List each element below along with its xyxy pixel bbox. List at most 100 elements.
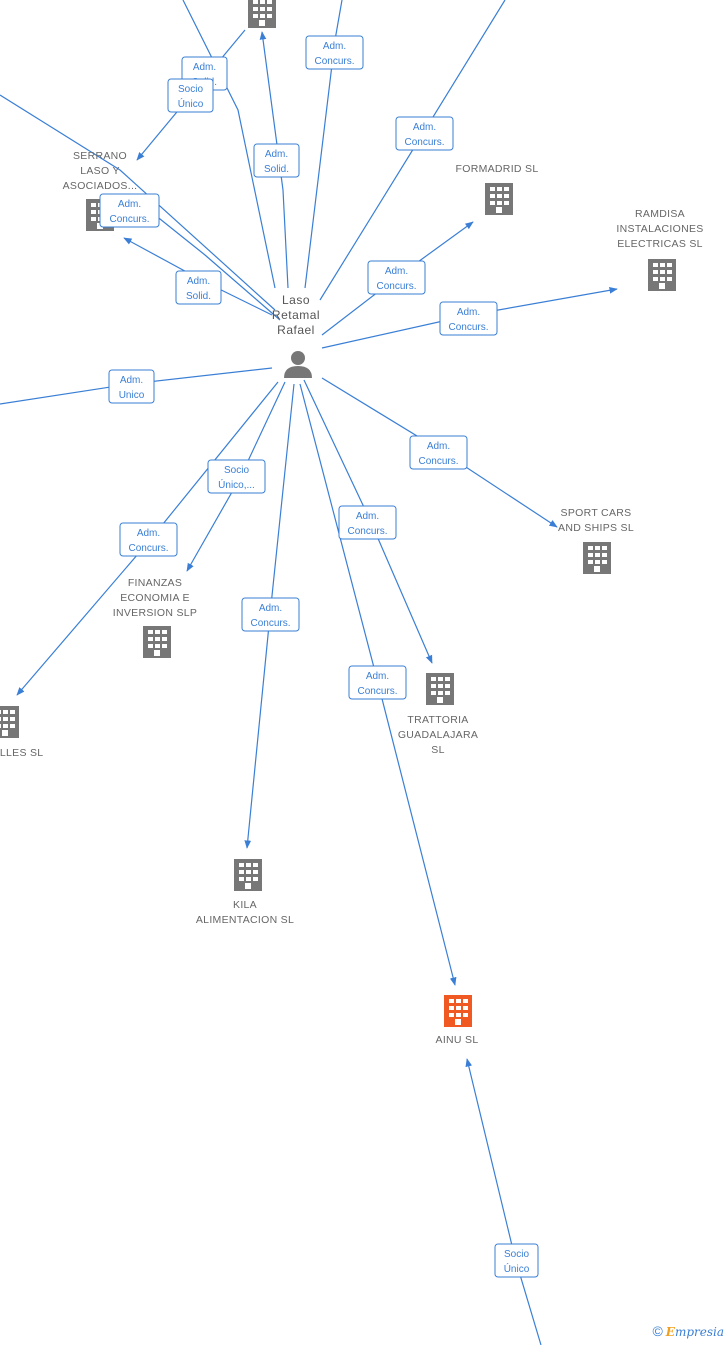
company-name-line: RAMDISA [635, 208, 685, 220]
building-icon [426, 673, 454, 705]
relation-label-r3[interactable]: Adm. Concurs. [305, 35, 364, 70]
person-name-line: Retamal [272, 308, 320, 322]
relation-label-r13[interactable]: Adm. Concurs. [409, 435, 468, 470]
building-icon [648, 259, 676, 291]
building-icon [248, 0, 276, 28]
company-name-line: AND SHIPS SL [558, 522, 634, 534]
company-node-finanzas[interactable]: FINANZAS ECONOMIA E INVERSION SLP [113, 577, 197, 658]
relation-text-line: Concurs. [347, 526, 387, 537]
relation-text-line: Adm. [427, 441, 450, 452]
building-icon [583, 542, 611, 574]
company-node-serrano[interactable]: SERRANO LASO Y ASOCIADOS... [63, 150, 138, 231]
company-name-line: INSTALACIONES [616, 223, 703, 235]
relation-text-line: Concurs. [109, 214, 149, 225]
building-icon [444, 995, 472, 1027]
company-node-valles[interactable]: ALLES SL [0, 706, 43, 759]
relation-label-r4[interactable]: Adm. Solid. [253, 143, 300, 178]
relation-text-line: Adm. [193, 62, 216, 73]
company-name-line: TRATTORIA [407, 714, 468, 726]
relation-edge [182, 0, 276, 289]
building-icon [143, 626, 171, 658]
relation-label-r15[interactable]: Adm. Concurs. [241, 597, 300, 632]
company-name-line: SL [431, 744, 444, 756]
relation-text-line: Concurs. [357, 686, 397, 697]
relation-edge [259, 31, 289, 289]
footer-brand: ©Empresia [652, 1323, 724, 1339]
company-name-line: ELECTRICAS SL [617, 238, 703, 250]
company-name-line: FINANZAS [128, 577, 182, 589]
company-node-ramdisa[interactable]: RAMDISA INSTALACIONES ELECTRICAS SL [616, 208, 703, 291]
company-node-top[interactable] [246, 0, 278, 28]
company-name-line: ECONOMIA E [120, 592, 190, 604]
relation-label-r6[interactable]: Adm. Concurs. [99, 193, 160, 228]
relation-label-r5[interactable]: Adm. Concurs. [395, 116, 454, 151]
relation-text-line: Adm. [385, 266, 408, 277]
company-name-line: ASOCIADOS... [63, 180, 138, 192]
person-name-line: Laso [282, 293, 310, 307]
relation-label-r11[interactable]: SocioÚnico,... [207, 459, 266, 494]
relation-text-line: Adm. [137, 528, 160, 539]
company-node-trattoria[interactable]: TRATTORIA GUADALAJARA SL [398, 673, 478, 756]
relation-text-line: Adm. [323, 41, 346, 52]
relation-text-line: Único [504, 1262, 530, 1275]
relation-edge [465, 1058, 542, 1345]
building-icon [0, 706, 19, 738]
relation-text-line: Adm. [187, 276, 210, 287]
copyright-symbol: © [652, 1323, 663, 1339]
brand-logo: Empresia [665, 1325, 724, 1339]
relation-text-line: Socio [224, 465, 249, 476]
relation-text-line: Adm. [413, 122, 436, 133]
building-icon [485, 183, 513, 215]
relation-text-line: Concurs. [418, 456, 458, 467]
company-node-formadrid[interactable]: FORMADRID SL [456, 163, 539, 215]
relation-label-r16[interactable]: Adm. Concurs. [348, 665, 407, 700]
relation-text-line: Adm. [356, 511, 379, 522]
company-name-line: LASO Y [80, 165, 120, 177]
company-node-kila[interactable]: KILA ALIMENTACION SL [196, 859, 294, 926]
person-icon [284, 351, 312, 378]
company-name-line: ALLES SL [0, 747, 43, 759]
company-name-line: AINU SL [436, 1034, 479, 1046]
relation-text-line: Adm. [118, 199, 141, 210]
company-name-line: FORMADRID SL [456, 163, 539, 175]
relation-edge [0, 94, 276, 311]
company-name-line: SERRANO [73, 150, 127, 162]
relation-text-line: Socio [504, 1249, 529, 1260]
building-icon [234, 859, 262, 891]
relation-label-r7[interactable]: Adm. Solid. [175, 270, 222, 305]
relation-label-r10[interactable]: Adm. Unico [108, 369, 155, 404]
relation-text-line: Socio [178, 84, 203, 95]
company-name-line: GUADALAJARA [398, 729, 478, 741]
relation-label-r8[interactable]: Adm.Concurs. [367, 260, 426, 295]
relation-text-line: Concurs. [250, 618, 290, 629]
relation-text-line: Solid. [264, 164, 289, 175]
company-name-line: KILA [233, 899, 257, 911]
company-name-line: SPORT CARS [561, 507, 632, 519]
company-name-line: ALIMENTACION SL [196, 914, 294, 926]
relation-text-line: Solid. [186, 291, 211, 302]
relation-text-line: Concurs. [404, 137, 444, 148]
relation-text-line: Único,... [218, 478, 255, 491]
edge-labels-layer: Adm.Solid.SocioÚnicoAdm.Concurs.Adm.Soli… [99, 35, 539, 1278]
relation-text-line: Adm. [457, 307, 480, 318]
relation-label-r12[interactable]: Adm. Concurs. [119, 522, 178, 557]
relation-text-line: Adm. [259, 603, 282, 614]
relation-label-r14[interactable]: Adm. Concurs. [338, 505, 397, 540]
relation-text-line: Adm. [265, 149, 288, 160]
relation-text-line: Concurs. [314, 56, 354, 67]
relation-text-line: Adm. [120, 375, 143, 386]
company-node-sportcars[interactable]: SPORT CARS AND SHIPS SL [558, 507, 634, 574]
person-name-line: Rafael [277, 323, 315, 337]
relation-text-line: Concurs. [128, 543, 168, 554]
nodes-layer: SERRANO LASO Y ASOCIADOS... FORMADRID SL RAM… [0, 0, 703, 1046]
company-name-line: INVERSION SLP [113, 607, 197, 619]
relation-label-r9[interactable]: Adm.Concurs. [439, 301, 498, 336]
company-node-ainu[interactable]: AINU SL [436, 995, 479, 1046]
relation-text-line: Adm. [366, 671, 389, 682]
relation-text-line: Único [178, 97, 204, 110]
relation-text-line: Unico [119, 390, 145, 401]
